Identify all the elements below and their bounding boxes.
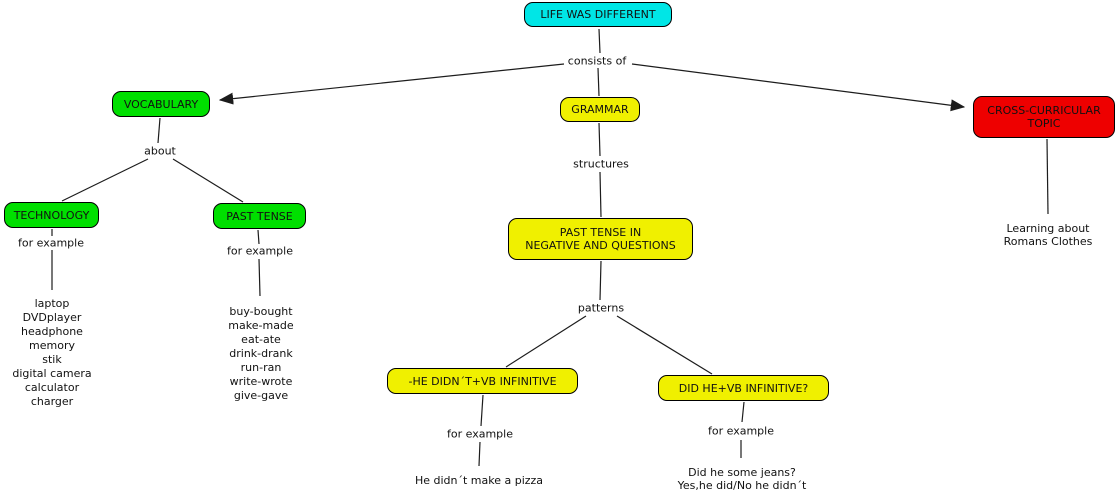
list-item: memory	[29, 339, 75, 352]
concept-node-grammar[interactable]: GRAMMAR	[560, 97, 640, 122]
negative-example-text[interactable]: He didn´t make a pizza	[414, 474, 544, 487]
node-label: PAST TENSE	[226, 209, 293, 223]
edge-patterns-qpattern	[616, 315, 713, 375]
link-label-structures[interactable]: structures	[571, 157, 631, 171]
node-label: DID HE+VB INFINITIVE?	[678, 381, 809, 395]
node-label: -HE DIDN´T+VB INFINITIVE	[408, 374, 557, 388]
cross-curricular-example-text[interactable]: Learning about Romans Clothes	[1004, 222, 1093, 248]
edge-bignode-patterns	[599, 260, 602, 301]
concept-node-life-was-different[interactable]: LIFE WAS DIFFERENT	[524, 2, 672, 27]
list-item: write-wrote	[229, 375, 293, 388]
node-label: VOCABULARY	[123, 97, 199, 111]
concept-node-cross-curricular-topic[interactable]: CROSS-CURRICULAR TOPIC	[973, 96, 1115, 138]
list-item: laptop	[34, 297, 70, 310]
list-item: DVDplayer	[22, 311, 82, 324]
cross-curricular-line2: Romans Clothes	[1003, 235, 1093, 248]
edge-consistsof-cross	[631, 63, 966, 112]
list-item: eat-ate	[241, 333, 281, 346]
edge-life-consistsof	[598, 28, 601, 54]
link-label-about[interactable]: about	[142, 144, 178, 158]
concept-node-past-tense[interactable]: PAST TENSE	[213, 203, 306, 229]
node-label-line2: NEGATIVE AND QUESTIONS	[525, 239, 676, 252]
edge-qpattern-forexample4	[741, 401, 745, 423]
concept-node-past-tense-negative-questions[interactable]: PAST TENSE IN NEGATIVE AND QUESTIONS	[508, 218, 693, 260]
node-label-line1: CROSS-CURRICULAR	[987, 104, 1101, 117]
link-label-for-example-technology[interactable]: for example	[16, 236, 86, 250]
list-item: run-ran	[240, 361, 282, 374]
node-label: TECHNOLOGY	[13, 208, 90, 222]
list-item: charger	[30, 395, 74, 408]
concept-node-vocabulary[interactable]: VOCABULARY	[112, 91, 210, 117]
concept-node-negative-pattern[interactable]: -HE DIDN´T+VB INFINITIVE	[387, 368, 578, 394]
link-label-for-example-question[interactable]: for example	[706, 424, 776, 438]
concept-node-question-pattern[interactable]: DID HE+VB INFINITIVE?	[658, 375, 829, 401]
edge-consistsof-grammar	[597, 67, 600, 97]
edge-patterns-negpattern	[505, 315, 587, 368]
edge-about-technology	[61, 158, 149, 202]
edge-negpattern-forexample3	[480, 394, 484, 427]
list-item: headphone	[21, 325, 83, 338]
list-item: calculator	[24, 381, 80, 394]
edge-about-pasttense	[172, 158, 244, 203]
edge-forexample2-ptlist	[258, 258, 261, 297]
edge-structures-bignode	[599, 171, 602, 218]
edge-vocabulary-about	[157, 117, 161, 144]
list-item: make-made	[228, 319, 294, 332]
list-item: buy-bought	[229, 305, 293, 318]
edge-pasttense-forexample2	[257, 229, 260, 245]
link-label-patterns[interactable]: patterns	[575, 301, 627, 315]
question-example-line2: Yes,he did/No he didn´t	[677, 479, 807, 492]
question-example-text[interactable]: Did he some jeans? Yes,he did/No he didn…	[678, 466, 807, 492]
link-label-consists-of[interactable]: consists of	[565, 54, 629, 68]
list-item: digital camera	[12, 367, 92, 380]
node-label-line2: TOPIC	[1027, 117, 1061, 130]
node-label: GRAMMAR	[571, 103, 629, 116]
list-item: give-gave	[233, 389, 289, 402]
link-label-for-example-past-tense[interactable]: for example	[225, 244, 295, 258]
list-item: drink-drank	[229, 347, 293, 360]
list-item: stik	[42, 353, 62, 366]
node-label: LIFE WAS DIFFERENT	[540, 8, 656, 21]
edge-forexample3-pizza	[478, 441, 481, 467]
question-example-line1: Did he some jeans?	[688, 466, 796, 479]
edge-cross-learning	[1046, 138, 1049, 215]
concept-node-technology[interactable]: TECHNOLOGY	[4, 202, 99, 228]
edge-grammar-structures	[598, 122, 601, 157]
cross-curricular-line1: Learning about	[1006, 222, 1090, 235]
edge-consistsof-vocabulary	[218, 63, 565, 105]
link-label-for-example-negative[interactable]: for example	[445, 427, 515, 441]
node-label-line1: PAST TENSE IN	[559, 226, 642, 239]
